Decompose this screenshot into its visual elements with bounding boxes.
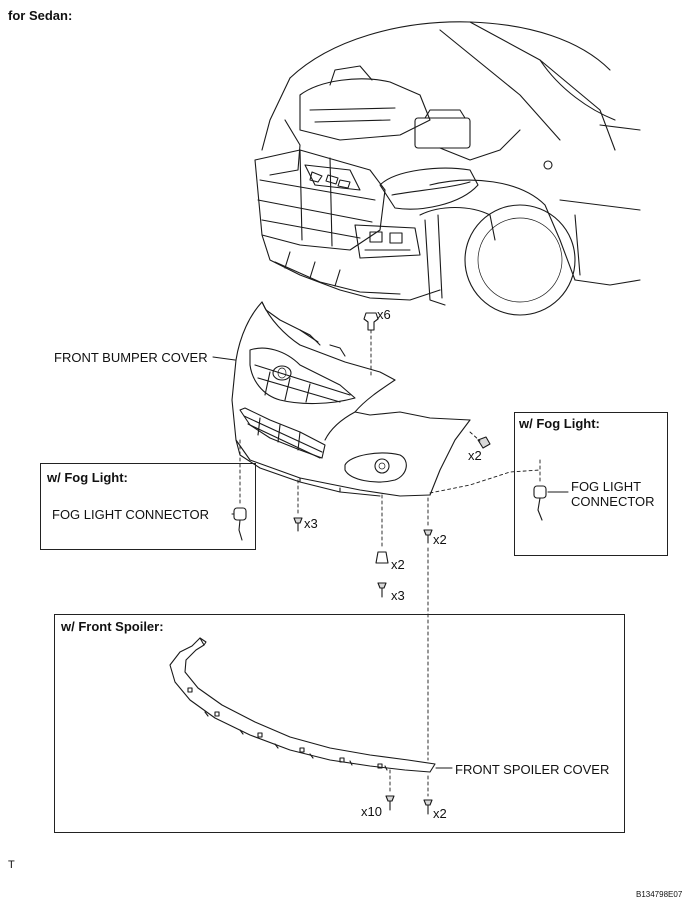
fog-connector-right-drawing (533, 485, 569, 521)
upper-clips-count: x6 (377, 307, 391, 322)
fog-light-inset-left (40, 463, 256, 550)
figure-code: B134798E07 (636, 890, 683, 899)
right-screws-count: x2 (433, 532, 447, 547)
front-spoiler-cover-label: FRONT SPOILER COVER (455, 762, 610, 777)
fog-connector-left-drawing (231, 507, 247, 541)
spoiler-screws-count: x2 (433, 806, 447, 821)
fog-light-inset-right-title: w/ Fog Light: (519, 416, 600, 431)
fog-light-connector-right-label-line1: FOG LIGHT (571, 479, 642, 494)
spoiler-clips-count: x10 (361, 804, 382, 819)
center-clips-count: x2 (391, 557, 405, 572)
front-spoiler-cover-drawing (169, 637, 436, 773)
front-bumper-cover-label: FRONT BUMPER COVER (54, 350, 208, 365)
fog-light-connector-left-label: FOG LIGHT CONNECTOR (52, 507, 209, 522)
leader-lines (212, 356, 453, 769)
front-spoiler-inset (54, 614, 625, 833)
fog-light-inset-right (514, 412, 668, 556)
vehicle-front-body (254, 21, 641, 316)
page-title: for Sedan: (8, 8, 73, 23)
fog-light-inset-left-title: w/ Fog Light: (47, 470, 128, 485)
fasteners (239, 312, 541, 815)
front-spoiler-inset-title: w/ Front Spoiler: (61, 619, 164, 634)
corner-mark: T (8, 859, 15, 871)
center-screws-count: x3 (391, 588, 405, 603)
fog-light-connector-right-label-line2: CONNECTOR (571, 494, 655, 509)
side-bolt-count: x2 (468, 448, 482, 463)
lower-left-screws-count: x3 (304, 516, 318, 531)
front-bumper-cover-drawing (231, 301, 471, 497)
